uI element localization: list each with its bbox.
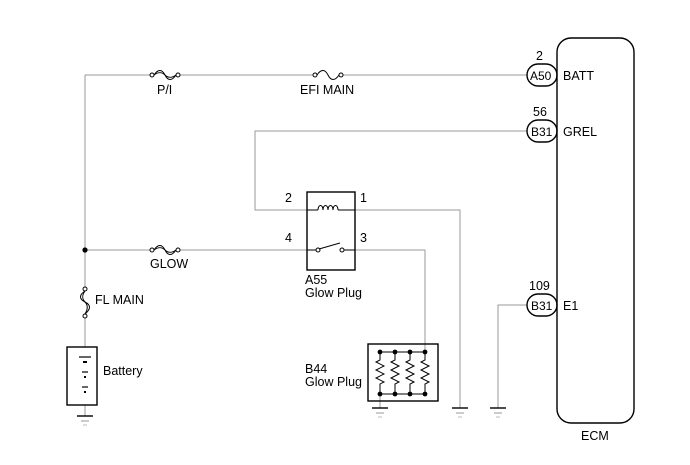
signal-batt: BATT xyxy=(563,69,594,83)
ecm-label: ECM xyxy=(581,429,609,443)
connector-grel-pin: 56 xyxy=(533,105,547,119)
fuse-efi-main-label: EFI MAIN xyxy=(300,83,354,97)
wire-e1-ground xyxy=(497,304,527,408)
connector-e1-pin: 109 xyxy=(529,279,550,293)
glow-plugs-name: Glow Plug xyxy=(305,375,362,389)
relay-pin-2: 2 xyxy=(285,191,292,205)
wire-relay-glowplug xyxy=(355,249,426,350)
connector-grel-code: B31 xyxy=(531,125,553,139)
glow-plug-relay: 2 1 4 3 A55 Glow Plug xyxy=(285,191,367,300)
fuse-fl-main: FL MAIN xyxy=(80,286,144,319)
connector-batt-code: A50 xyxy=(530,69,552,83)
fuse-glow: GLOW xyxy=(149,245,188,271)
relay-code: A55 xyxy=(305,273,327,287)
ground-icon xyxy=(452,407,468,418)
battery: Battery xyxy=(66,346,143,406)
relay-pin-3: 3 xyxy=(360,231,367,245)
glow-plugs-code: B44 xyxy=(305,362,327,376)
relay-name: Glow Plug xyxy=(305,286,362,300)
connector-e1: B31 109 E1 xyxy=(526,279,578,317)
fuse-efi-main: EFI MAIN xyxy=(300,70,354,97)
relay-switch xyxy=(318,242,341,250)
connector-e1-code: B31 xyxy=(531,299,553,313)
junction-dot xyxy=(82,247,88,253)
ground-icon xyxy=(372,407,388,418)
fuse-glow-label: GLOW xyxy=(150,257,188,271)
glow-plug-resistors xyxy=(374,352,431,394)
connector-batt-pin: 2 xyxy=(536,49,543,63)
glow-plug-bank: B44 Glow Plug xyxy=(305,343,439,402)
ground-icon xyxy=(490,407,506,418)
connector-grel: B31 56 GREL xyxy=(526,105,597,143)
ecm-module: ECM xyxy=(556,37,635,443)
battery-label: Battery xyxy=(103,364,143,378)
signal-e1: E1 xyxy=(563,299,578,313)
ground-icon xyxy=(77,415,93,426)
fuse-pi-label: P/I xyxy=(157,83,172,97)
fuse-pi: P/I xyxy=(149,70,181,97)
signal-grel: GREL xyxy=(563,125,597,139)
relay-pin-4: 4 xyxy=(285,231,292,245)
connector-batt: A50 2 BATT xyxy=(526,49,594,87)
relay-coil xyxy=(317,205,339,211)
wire-relay-ground xyxy=(355,209,461,408)
fuse-fl-main-label: FL MAIN xyxy=(95,293,144,307)
relay-pin-1: 1 xyxy=(360,191,367,205)
wire-grel-line xyxy=(254,130,527,211)
